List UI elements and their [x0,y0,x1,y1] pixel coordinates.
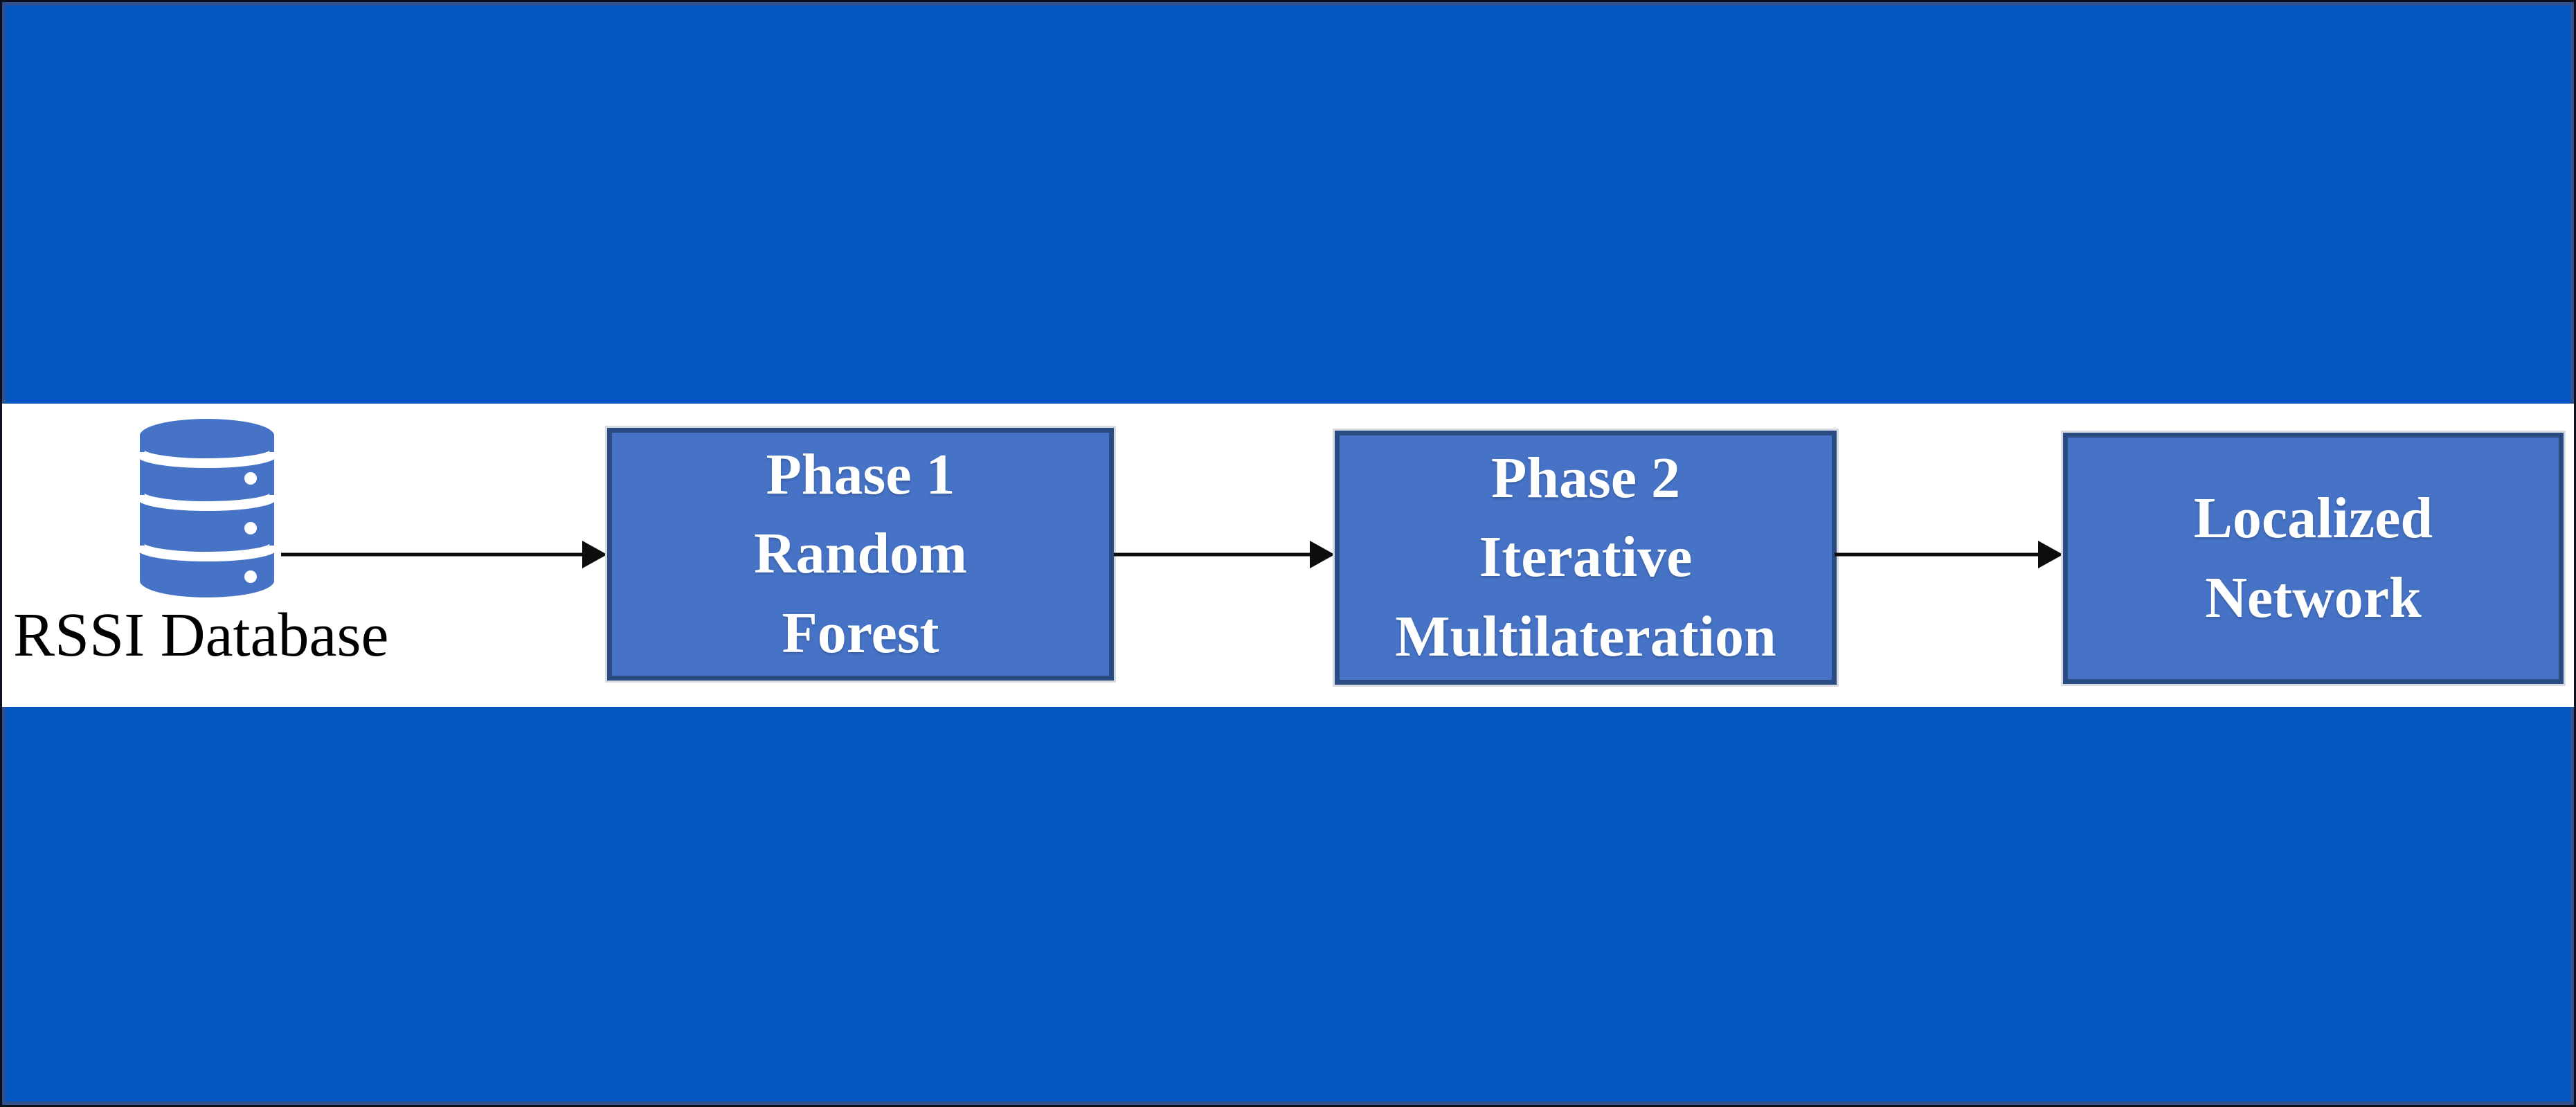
node-line: Iterative [1479,525,1693,590]
node-phase1: Phase 1 Random Forest [607,428,1114,681]
arrow-shaft [1114,552,1315,557]
node-line: Network [2205,565,2422,630]
arrow-shaft [1835,552,2044,557]
node-localized-network: Localized Network [2063,433,2564,684]
node-phase2: Phase 2 Iterative Multilateration [1335,431,1837,685]
arrow-head-icon [2038,541,2063,568]
node-phase2-text: Phase 2 Iterative Multilateration [1395,439,1776,676]
arrow-phase1-to-phase2 [1114,541,1335,568]
content-band: RSSI Database Phase 1 Random Forest Phas… [2,404,2574,707]
arrow-database-to-phase1 [281,541,607,568]
node-localized-text: Localized Network [2194,479,2433,637]
node-line: Localized [2193,486,2433,551]
arrow-head-icon [582,541,607,568]
arrow-head-icon [1310,541,1335,568]
database-icon [138,419,276,597]
node-line: Multilateration [1395,604,1776,669]
node-line: Phase 2 [1491,446,1680,511]
node-line: Random [753,521,968,586]
node-line: Forest [782,600,939,665]
source-label: RSSI Database [13,601,389,669]
arrow-phase2-to-localized [1835,541,2063,568]
node-line: Phase 1 [766,442,955,507]
arrow-shaft [281,552,588,557]
node-phase1-text: Phase 1 Random Forest [754,435,967,673]
